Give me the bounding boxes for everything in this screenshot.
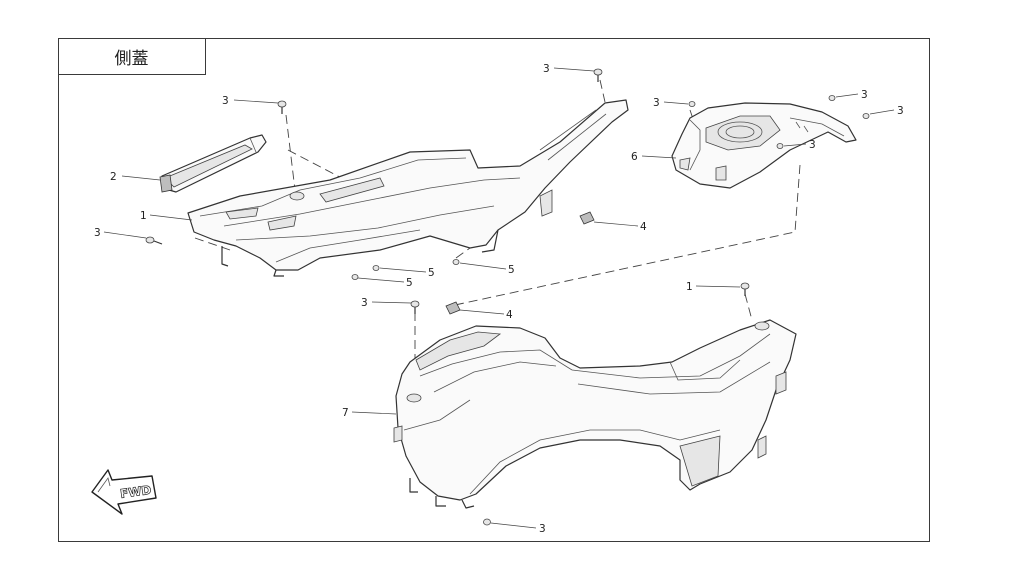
clip-icon <box>579 211 595 225</box>
screw-icon <box>776 143 784 149</box>
callout-label: 3 <box>539 523 546 535</box>
callout-label: 3 <box>653 97 660 109</box>
part-7-main-side-panel <box>393 319 797 509</box>
part-2-handle-bracket <box>159 134 267 193</box>
callout-label: 3 <box>361 297 368 309</box>
screw-icon <box>593 68 603 82</box>
callout-label: 7 <box>342 407 349 419</box>
callout-label: 3 <box>897 105 904 117</box>
callout-label: 6 <box>631 151 638 163</box>
screw-icon <box>277 100 287 114</box>
part-1-upper-side-cover <box>187 99 629 277</box>
callout-label: 5 <box>428 267 435 279</box>
fwd-arrow-icon: FWD <box>91 469 157 515</box>
callout-label: 3 <box>861 89 868 101</box>
leader-lines <box>103 67 895 529</box>
callout-label: 3 <box>809 139 816 151</box>
screw-icon <box>145 236 163 245</box>
callout-label: 4 <box>506 309 513 321</box>
screw-icon <box>740 282 750 296</box>
fwd-label: FWD <box>119 483 152 501</box>
callout-label: 4 <box>640 221 647 233</box>
callout-label: 5 <box>406 277 413 289</box>
clip-icon <box>445 301 461 315</box>
callout-label: 1 <box>686 281 693 293</box>
screw-icon <box>351 274 359 280</box>
callout-label: 1 <box>140 210 147 222</box>
screw-icon <box>862 113 870 119</box>
diagram-title: 側蓋 <box>58 38 206 75</box>
part-6-rear-top-cover <box>671 102 857 189</box>
callout-label: 5 <box>508 264 515 276</box>
screw-icon <box>483 518 491 526</box>
screw-icon <box>372 265 380 271</box>
callout-label: 3 <box>222 95 229 107</box>
diagram-frame <box>58 38 930 542</box>
fasteners <box>145 68 870 526</box>
callout-label: 3 <box>94 227 101 239</box>
screw-icon <box>410 300 420 314</box>
callout-label: 2 <box>110 171 117 183</box>
callout-label: 3 <box>543 63 550 75</box>
screw-icon <box>452 259 460 265</box>
screw-icon <box>828 95 836 101</box>
screw-icon <box>688 101 696 107</box>
callout-labels: 3 2 1 3 5 5 5 3 4 3 6 3 3 3 3 4 1 7 3 <box>94 63 904 535</box>
